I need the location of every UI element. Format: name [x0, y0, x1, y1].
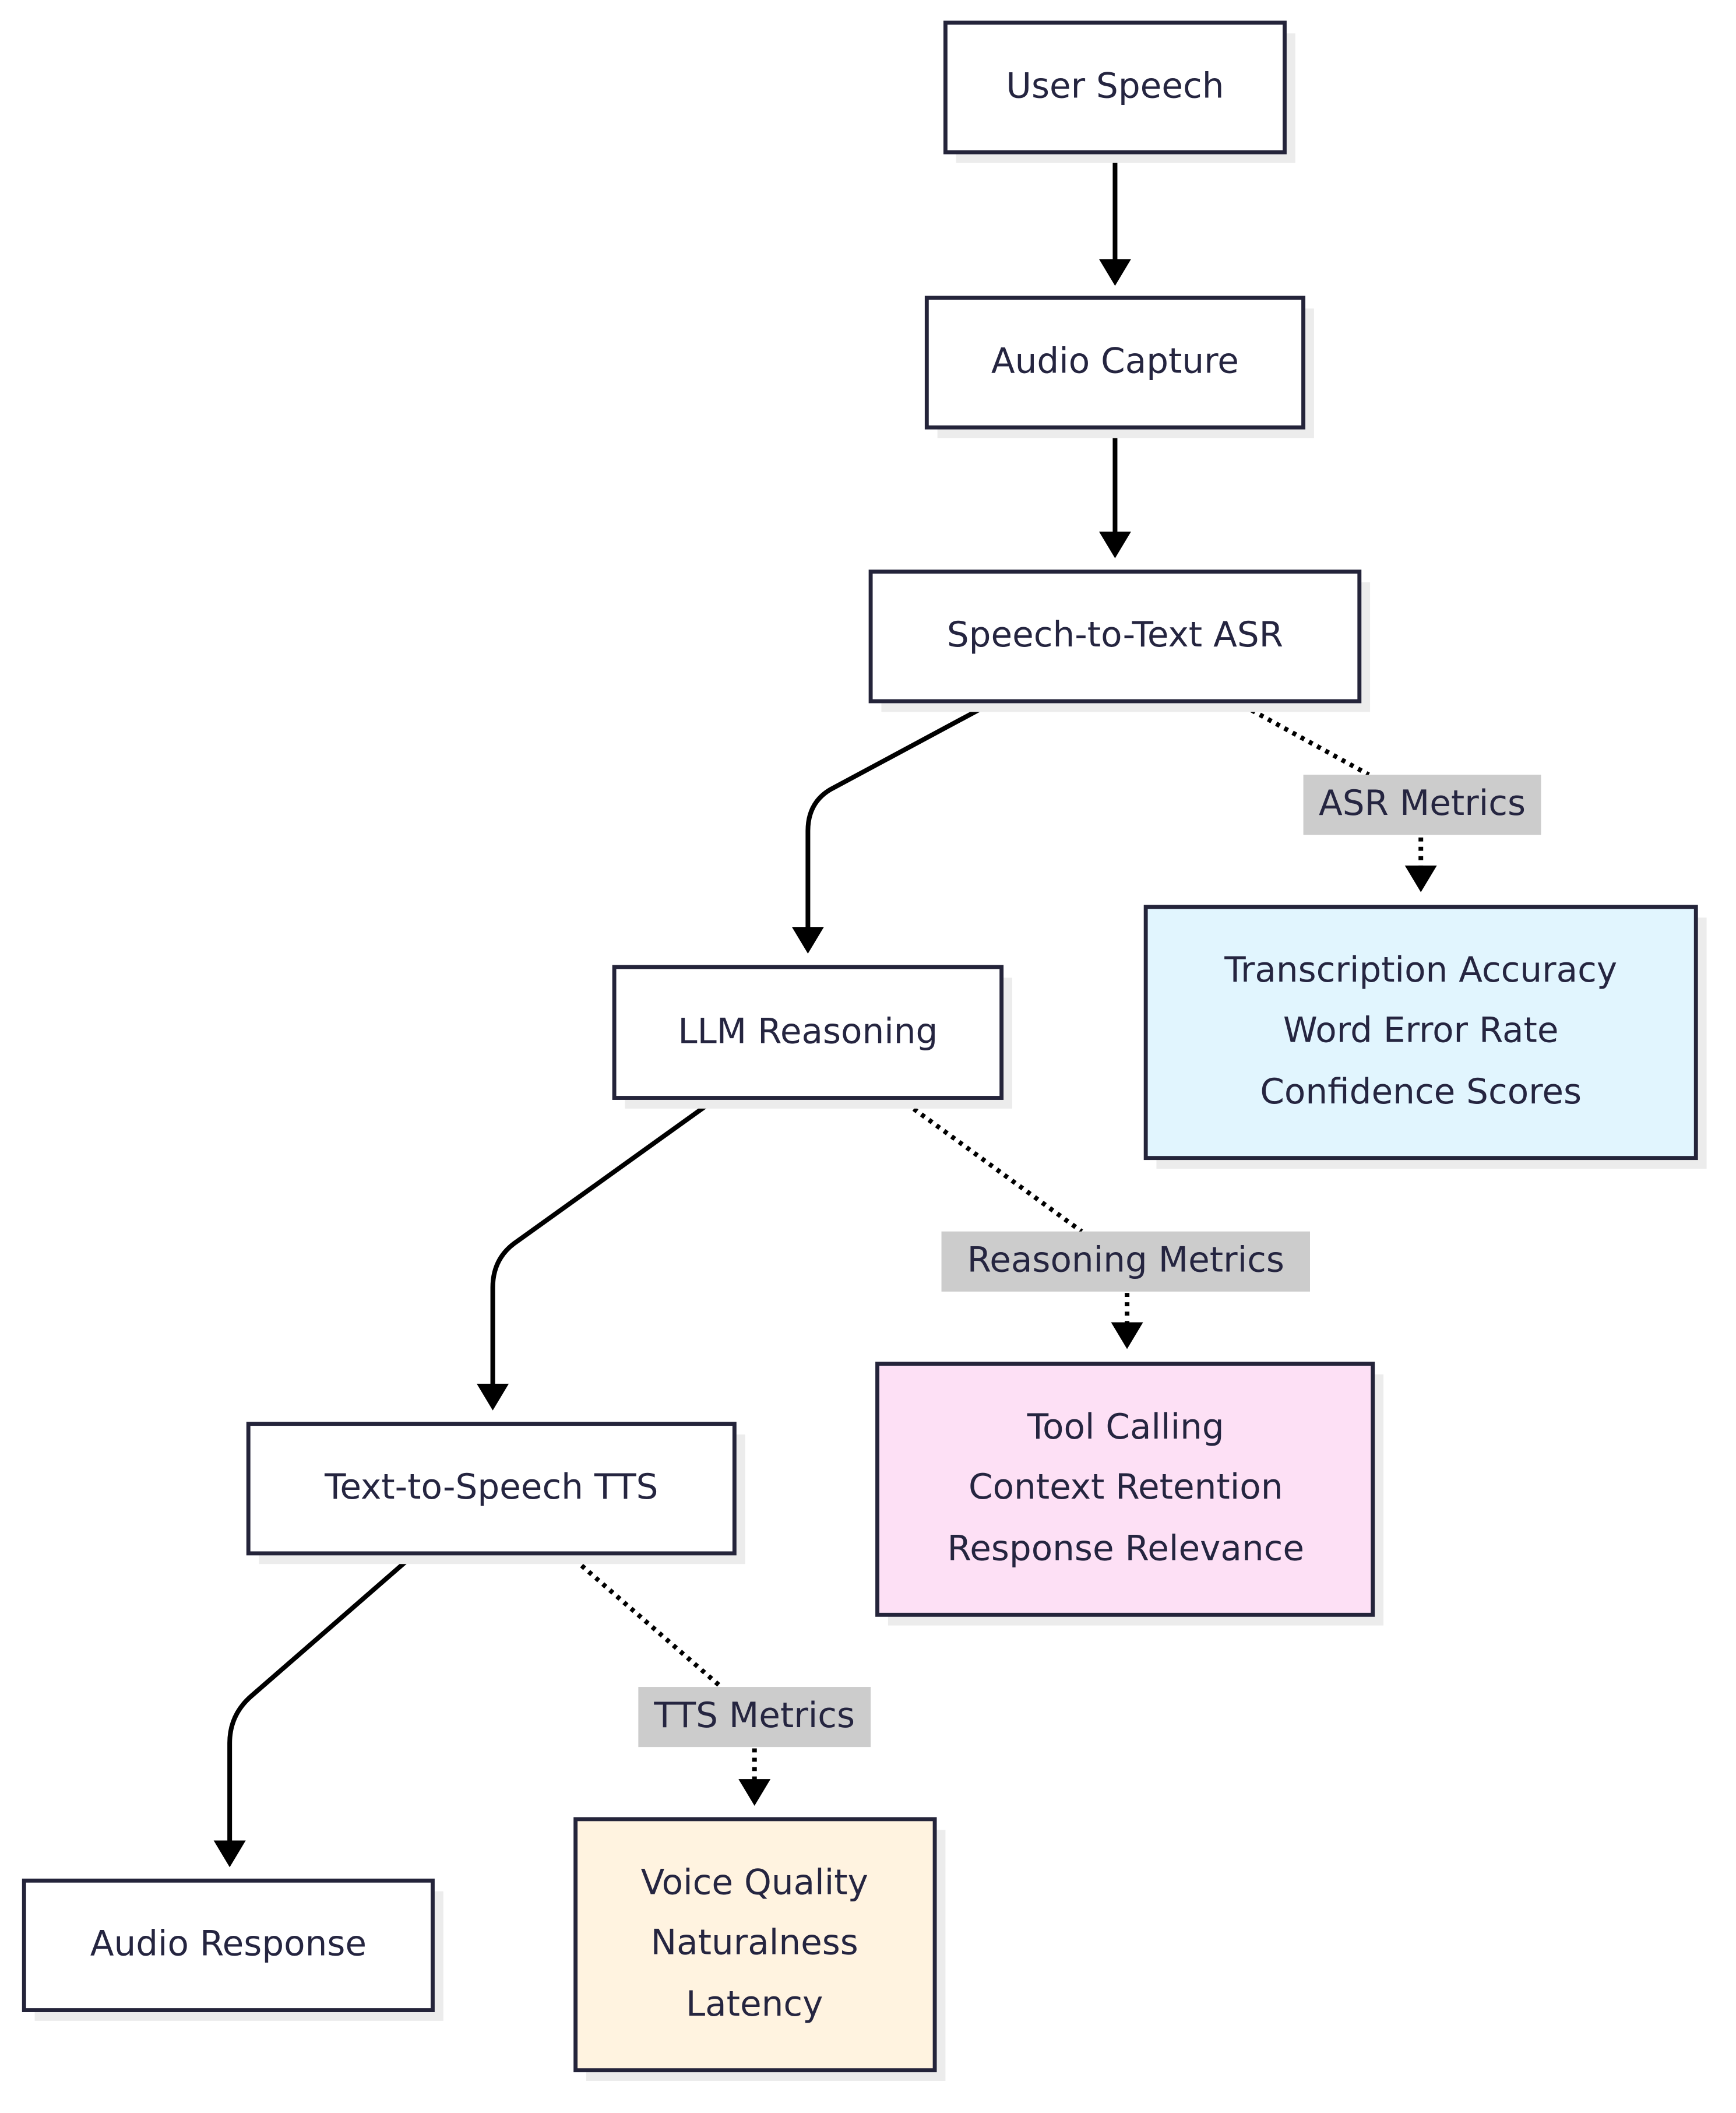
metric-item: Latency [686, 1984, 823, 2024]
arrowhead [213, 1840, 246, 1868]
node-label: Speech-to-Text ASR [947, 615, 1283, 655]
node-asr: Speech-to-Text ASR [868, 569, 1371, 712]
edge-label-reasoning: Reasoning Metrics [941, 1231, 1310, 1292]
edges [213, 152, 1437, 1868]
metric-item: Transcription Accuracy [1224, 950, 1617, 990]
metric-item: Context Retention [969, 1467, 1283, 1507]
dotted-edge-asr-metrics [1234, 699, 1370, 777]
node-label: Audio Capture [991, 341, 1239, 381]
metric-item: Confidence Scores [1260, 1072, 1582, 1112]
arrowhead [791, 927, 824, 954]
node-audio-capture: Audio Capture [924, 296, 1314, 438]
edge-label-tts: TTS Metrics [638, 1687, 871, 1748]
reasoning-metrics-box: Tool Calling Context Retention Response … [875, 1362, 1384, 1626]
metric-item: Voice Quality [641, 1862, 868, 1903]
edge-asr-to-llm [805, 699, 996, 933]
edge-llm-to-tts [490, 1096, 719, 1390]
metric-item: Response Relevance [948, 1528, 1304, 1569]
metric-item: Tool Calling [1027, 1407, 1224, 1447]
node-tts: Text-to-Speech TTS [246, 1422, 745, 1564]
arrowhead [1098, 259, 1131, 286]
node-audio-response: Audio Response [22, 1878, 443, 2021]
node-label: Text-to-Speech TTS [324, 1467, 658, 1507]
node-label: LLM Reasoning [678, 1012, 938, 1052]
asr-metrics-box: Transcription Accuracy Word Error Rate C… [1143, 905, 1707, 1169]
node-label: Audio Response [90, 1924, 367, 1964]
node-user-speech: User Speech [943, 20, 1295, 163]
arrowhead [1111, 1322, 1143, 1349]
node-llm: LLM Reasoning [612, 965, 1012, 1109]
arrowhead [477, 1383, 509, 1411]
dotted-edge-reasoning-metrics [897, 1096, 1083, 1233]
edge-label-text: Reasoning Metrics [967, 1240, 1284, 1280]
arrowhead [738, 1779, 771, 1806]
node-label: User Speech [1006, 66, 1224, 106]
dotted-edge-tts-metrics [566, 1551, 723, 1689]
arrowhead [1404, 865, 1437, 892]
metric-item: Naturalness [651, 1922, 858, 1963]
edge-label-text: TTS Metrics [653, 1696, 855, 1736]
edge-label-asr: ASR Metrics [1303, 775, 1541, 835]
arrowhead [1098, 531, 1131, 558]
edge-tts-to-response [227, 1551, 417, 1846]
metric-item: Word Error Rate [1283, 1010, 1559, 1050]
edge-label-text: ASR Metrics [1319, 783, 1526, 824]
tts-metrics-box: Voice Quality Naturalness Latency [573, 1817, 946, 2082]
